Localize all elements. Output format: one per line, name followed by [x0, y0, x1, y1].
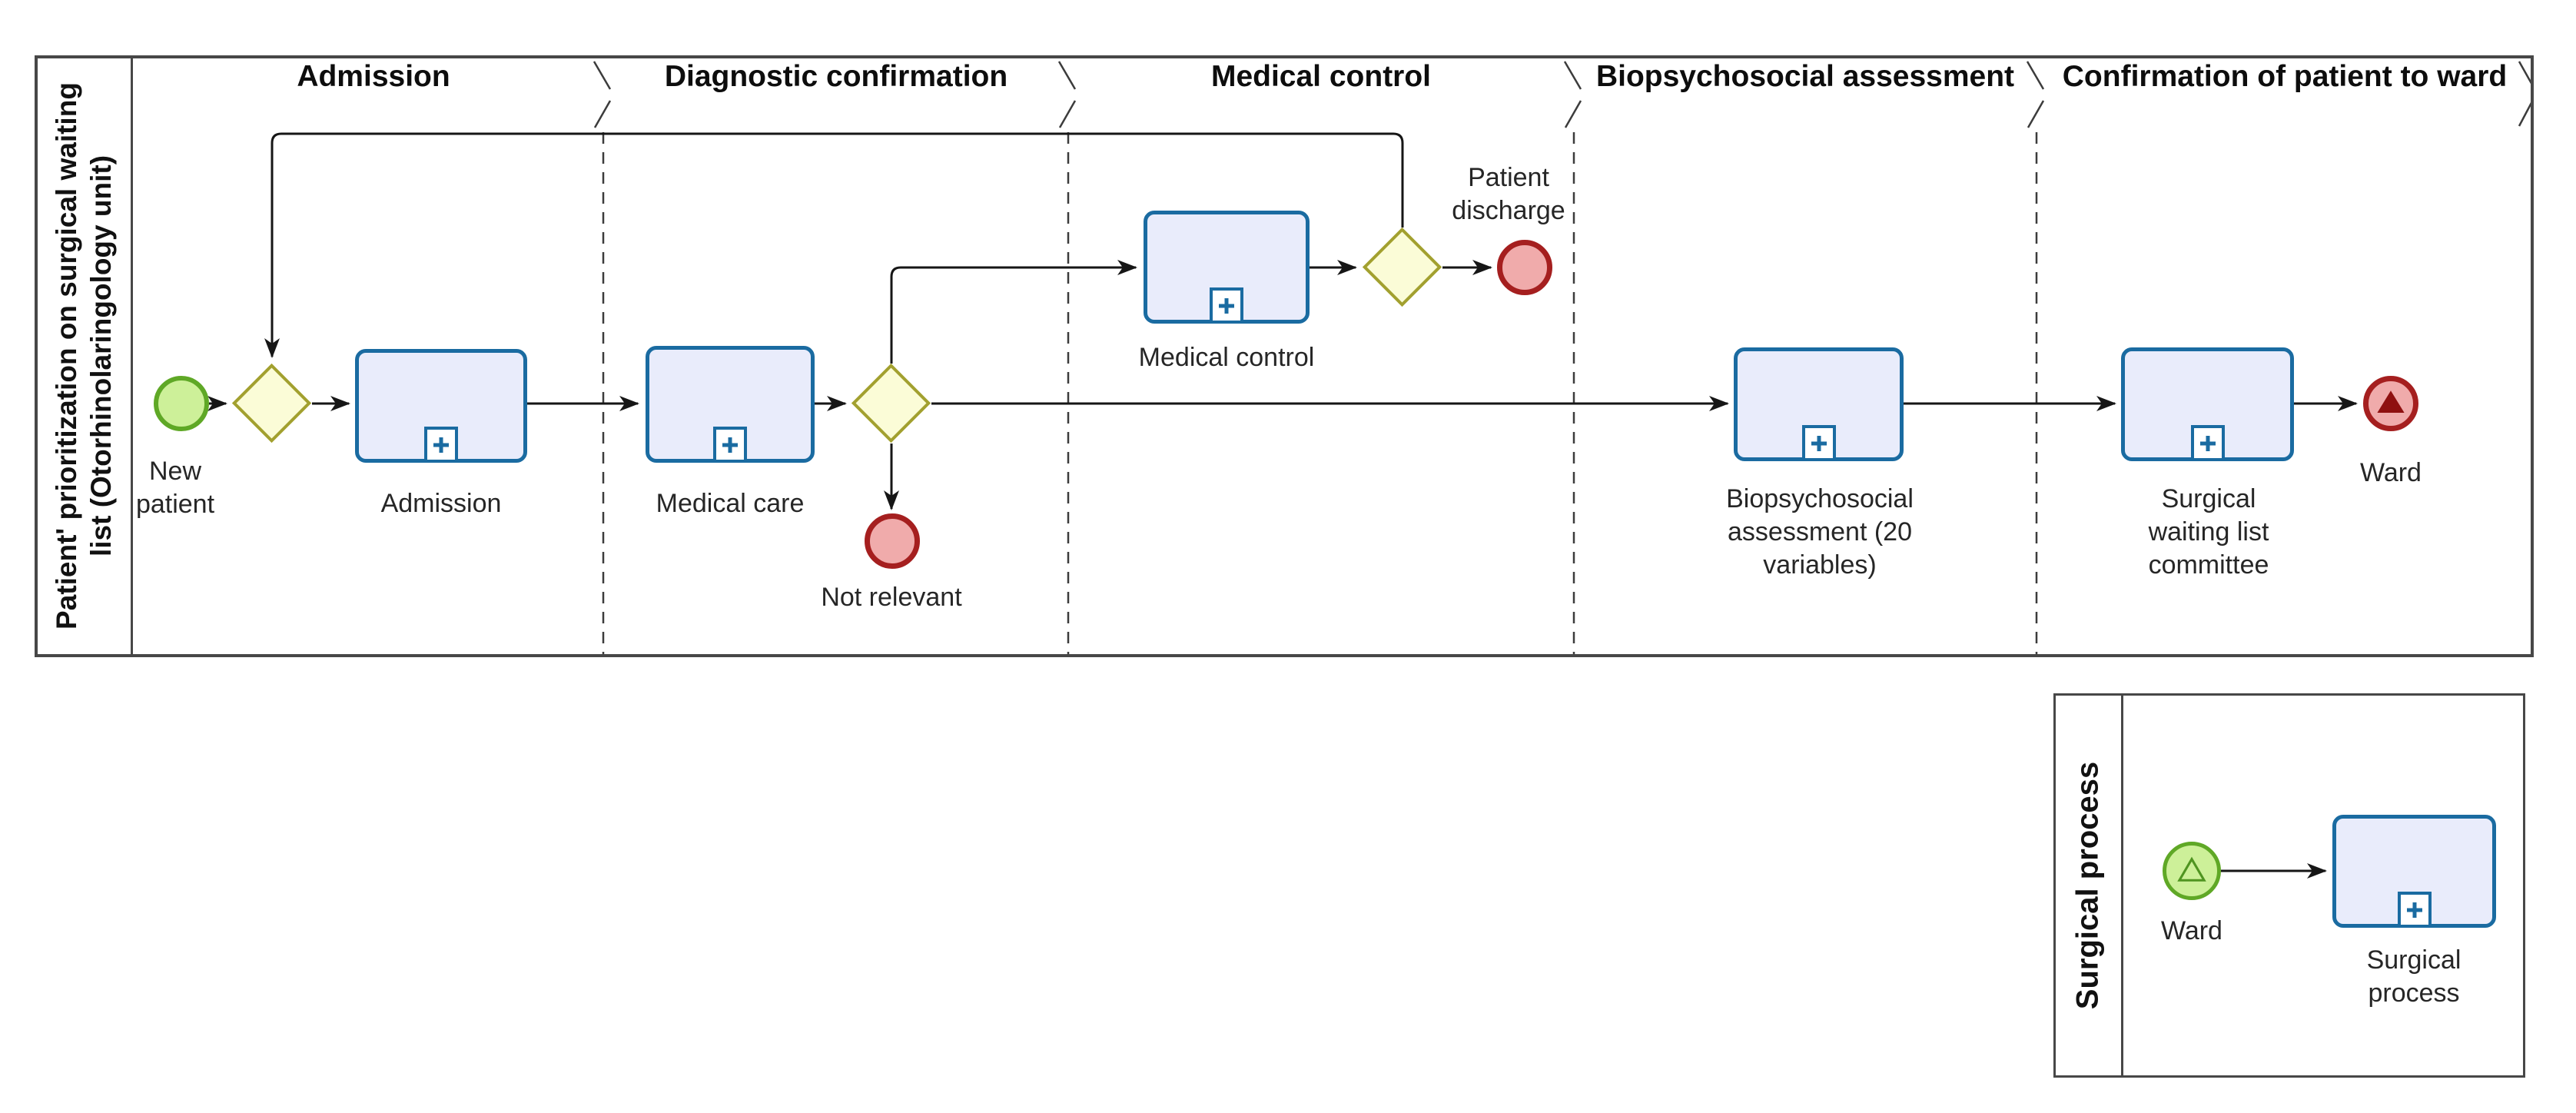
- task-admission: [355, 349, 527, 463]
- lane-header-admission: Admission: [297, 60, 450, 93]
- end-event-patient-discharge: [1497, 240, 1552, 295]
- subprocess-plus-icon: [2190, 425, 2225, 461]
- task-surgical-waiting-list-committee-label: Surgical waiting list committee: [2148, 484, 2269, 580]
- subprocess-plus-icon: [424, 427, 458, 463]
- task-medical-control: [1144, 211, 1310, 324]
- end-event-not-relevant: [865, 513, 920, 569]
- task-medical-care: [646, 346, 815, 463]
- subprocess-plus-icon: [2397, 892, 2432, 928]
- lane-header-medical-control: Medical control: [1210, 60, 1432, 93]
- task-medical-control-label: Medical control: [1138, 343, 1315, 372]
- start-event-ward: [2163, 842, 2221, 900]
- end-event-not-relevant-label: Not relevant: [821, 583, 962, 612]
- end-event-ward: [2363, 376, 2418, 431]
- main-pool-label-band-divider: [131, 55, 133, 657]
- start-event-ward-label: Ward: [2161, 916, 2222, 945]
- task-admission-label: Admission: [380, 489, 502, 518]
- surgical-process-pool-label-band-divider: [2121, 693, 2123, 1078]
- subprocess-plus-icon: [1801, 425, 1836, 461]
- end-event-ward-label: Ward: [2360, 458, 2422, 487]
- lane-header-diagnostic-confirmation: Diagnostic confirmation: [664, 60, 1008, 93]
- surgical-process-pool-title: Surgical process: [2070, 761, 2105, 1010]
- subprocess-plus-icon: [713, 427, 747, 463]
- task-biopsychosocial-assessment-label: Biopsychosocial assessment (20 variables…: [1726, 484, 1914, 580]
- lane-header-biopsychosocial-assessment: Biopsychosocial assessment: [1595, 60, 2015, 93]
- start-event-new-patient: [154, 376, 209, 431]
- task-surgical-process: [2332, 815, 2496, 928]
- task-biopsychosocial-assessment: [1734, 347, 1904, 461]
- lane-header-confirmation-of-patient-to-ward: Confirmation of patient to ward: [2062, 60, 2508, 93]
- main-pool-title: Patient' prioritization on surgical wait…: [50, 82, 117, 630]
- signal-triangle-icon: [2377, 390, 2405, 413]
- start-event-new-patient-label: New patient: [135, 457, 215, 519]
- task-medical-care-label: Medical care: [656, 489, 805, 518]
- signal-triangle-icon: [2177, 856, 2206, 882]
- subprocess-plus-icon: [1210, 287, 1243, 324]
- surgical-process-pool: [2053, 693, 2525, 1078]
- end-event-patient-discharge-label: Patient discharge: [1452, 163, 1565, 225]
- main-pool: [35, 55, 2534, 657]
- task-surgical-waiting-list-committee: [2121, 347, 2294, 461]
- task-surgical-process-label: Surgical process: [2366, 945, 2461, 1008]
